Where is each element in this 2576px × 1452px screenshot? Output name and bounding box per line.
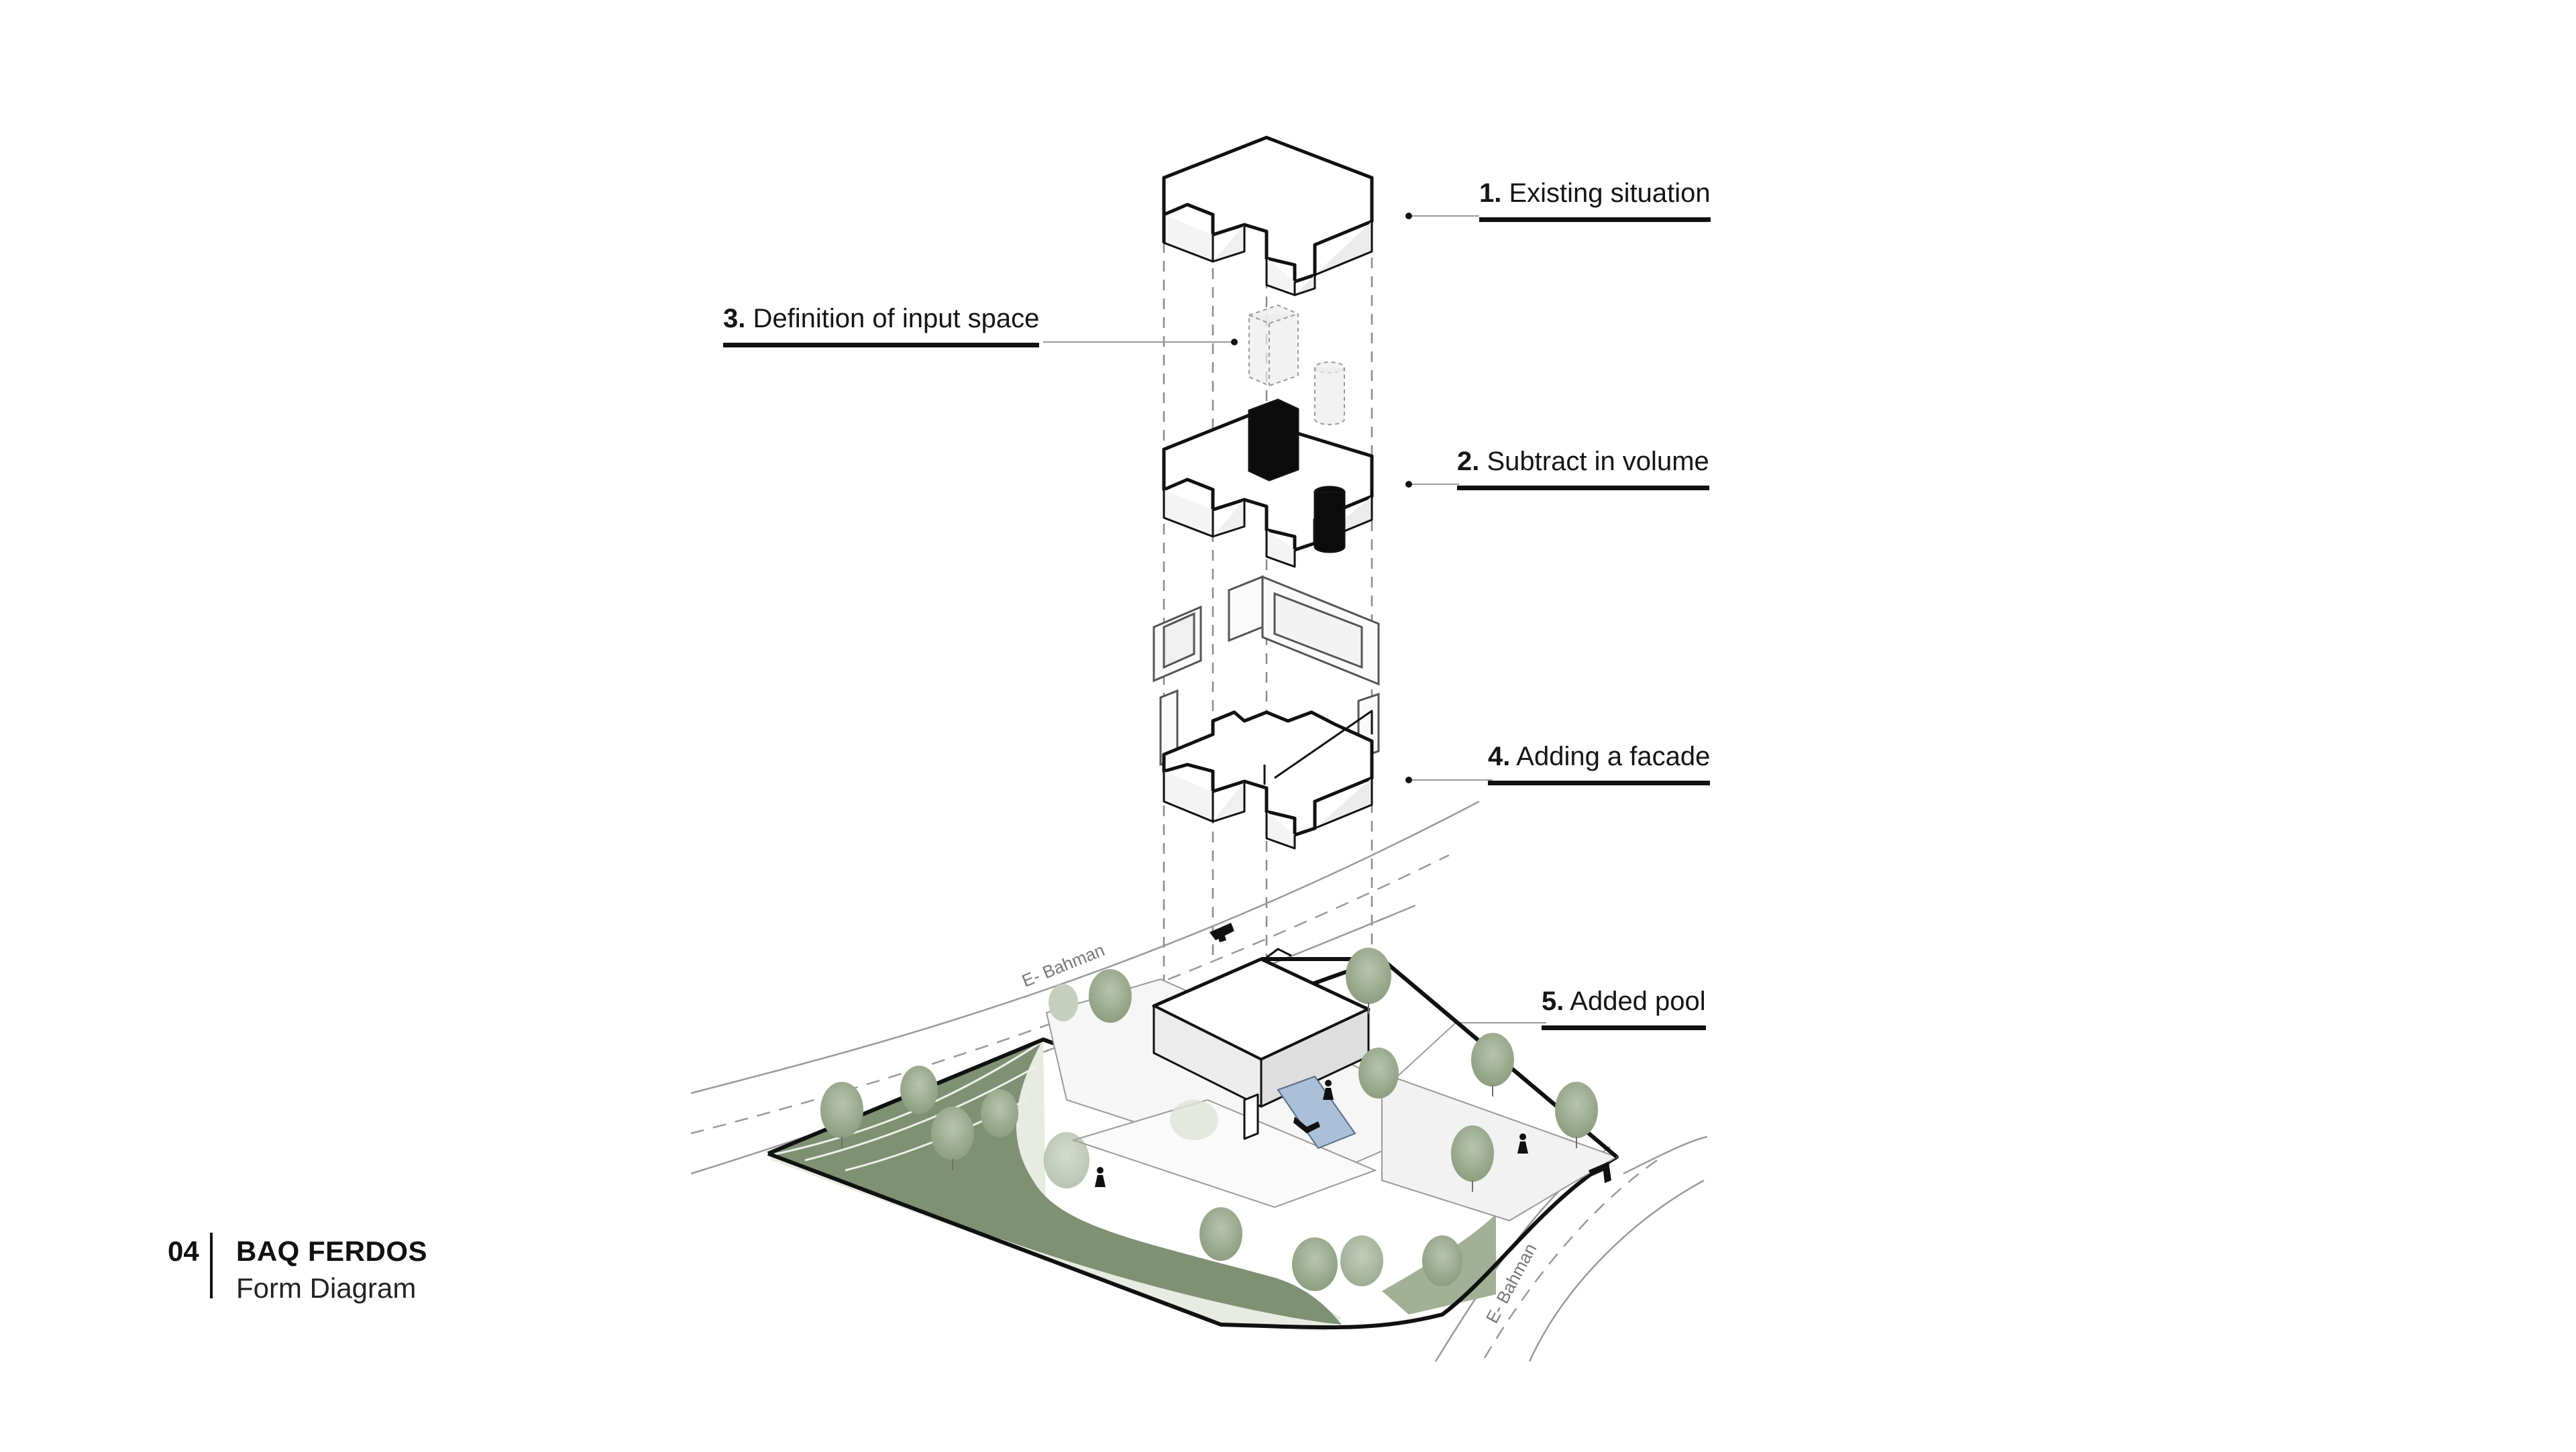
- step-text: Definition of input space: [753, 304, 1040, 333]
- step-number: 1.: [1479, 178, 1502, 208]
- trees: [820, 948, 1598, 1291]
- input-space-ghost: [1248, 304, 1345, 425]
- subtracted-blocks: [1248, 398, 1346, 553]
- entry-markers: [1210, 923, 1611, 1183]
- page-number: 04: [168, 1235, 199, 1267]
- step-label-input-space: 3. Definition of input space: [723, 304, 1040, 347]
- existing-volume: [1162, 135, 1374, 296]
- step-number: 2.: [1457, 447, 1480, 476]
- step-text: Existing situation: [1509, 178, 1711, 208]
- step-number: 4.: [1488, 742, 1511, 771]
- step-label-facade: 4. Adding a facade: [1488, 742, 1711, 785]
- facade-panels: [1152, 575, 1380, 767]
- human-figures: [1095, 1080, 1528, 1187]
- page-divider: [210, 1233, 213, 1298]
- step-label-pool: 5. Added pool: [1542, 988, 1706, 1030]
- step-number: 3.: [723, 304, 746, 333]
- project-title: BAQ FERDOS: [236, 1235, 428, 1267]
- tree-trunks: [841, 1003, 1577, 1192]
- leader-dots: [1231, 213, 1412, 783]
- facade-volume: [1162, 710, 1374, 850]
- step-text: Added pool: [1570, 987, 1706, 1016]
- project-subtitle: Form Diagram: [236, 1272, 417, 1304]
- step-number: 5.: [1542, 987, 1564, 1016]
- site-building: [1152, 948, 1618, 1159]
- step-label-existing: 1. Existing situation: [1479, 180, 1711, 222]
- step-text: Adding a facade: [1516, 742, 1711, 771]
- step-label-subtract: 2. Subtract in volume: [1457, 448, 1709, 490]
- step-text: Subtract in volume: [1487, 447, 1709, 476]
